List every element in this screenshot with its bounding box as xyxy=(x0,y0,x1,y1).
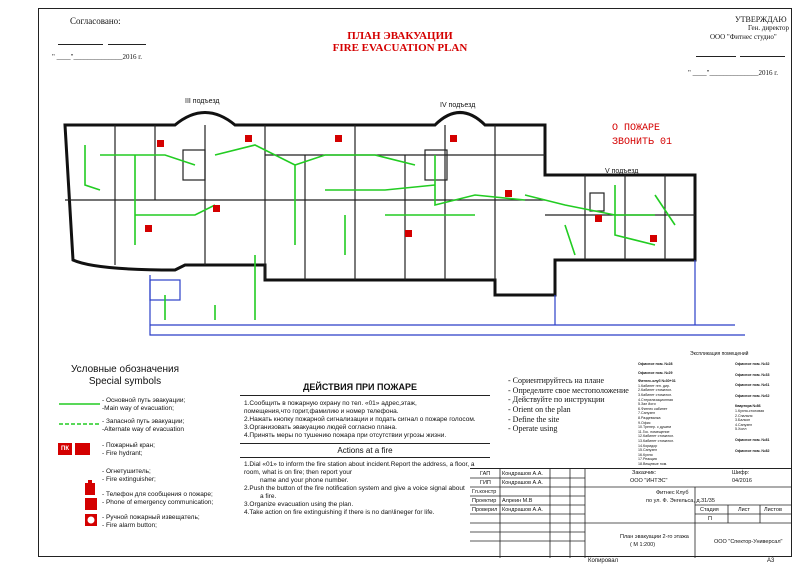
legend-hydrant-ru: - Пожарный кран; xyxy=(102,442,155,449)
code-label: Шифр: xyxy=(732,470,750,476)
legend-alarm-en: - Fire alarm button; xyxy=(102,522,157,529)
action-ru-4: 3.Организовать эвакуацию людей согласно … xyxy=(244,424,397,431)
orient-en: - Orient on the plan- Define the site- O… xyxy=(508,405,571,433)
entrance-3-label: III подъезд xyxy=(185,98,220,105)
action-ru-3: 2.Нажать кнопку пожарной сигнализации и … xyxy=(244,416,476,423)
agreed-label: Согласовано: xyxy=(70,16,121,26)
legend-phone-ru: - Телефон для сообщения о пожаре; xyxy=(102,491,213,498)
action-en-2: room, what is on fire; then report your xyxy=(244,469,353,476)
legend-main-ru: - Основной путь эвакуации; xyxy=(102,397,186,404)
plan-title-en: FIRE EVACUATION PLAN xyxy=(332,42,468,54)
actions-title-en: Actions at a fire xyxy=(337,446,393,455)
fire-hydrant-badge: ПК xyxy=(58,443,72,455)
action-en-5: a fire. xyxy=(260,493,277,500)
explication-col2: Офисное пом. №32 Офисное пом. №33 Офисно… xyxy=(735,362,770,453)
fire-call-line2: ЗВОНИТЬ 01 xyxy=(612,137,673,148)
date-left: " ____"______________2016 г. xyxy=(52,53,143,61)
customer-name: ООО "ИНТЭС" xyxy=(630,478,668,484)
legend-alt-ru: - Запасной путь эвакуации; xyxy=(102,418,185,425)
action-en-1: 1.Dial «01» to inform the fire station a… xyxy=(244,461,475,468)
action-ru-1: 1.Сообщить в пожарную охрану по тел. «01… xyxy=(244,400,417,407)
title-block: ГАП Кондрашов А.А. ГИП Кондрашов А.А. Гл… xyxy=(470,468,791,558)
object-line-2: по ул. Ф. Энгельса, д.31/35 xyxy=(646,498,715,504)
stage-label: Стадия xyxy=(700,507,719,513)
stage-value: П xyxy=(708,516,712,522)
floor-plan: III подъезд IV подъезд V подъезд xyxy=(63,98,745,336)
action-ru-5: 4.Принять меры по тушению пожара при отс… xyxy=(244,432,447,439)
stamp-role-2: ГИП xyxy=(480,480,491,486)
action-en-3: name and your phone number. xyxy=(260,477,349,484)
action-en-7: 4.Take action on fire extinguishing if t… xyxy=(244,509,435,516)
explication-note: Экспликация помещений xyxy=(690,351,749,357)
stamp-name-5: Кондрашов А.А. xyxy=(502,507,543,513)
copied-label: Копировал xyxy=(588,558,619,564)
approved-label: УТВЕРЖДАЮ xyxy=(735,15,787,24)
legend-extinguisher-en: - Fire extinguisher; xyxy=(102,476,156,483)
stamp-role-3: Гл.констр xyxy=(472,489,497,495)
sheet-label: Лист xyxy=(738,507,750,513)
legend-extinguisher-ru: - Огнетушитель; xyxy=(102,468,151,475)
explication-col1: Офисное пом. №28 Офисное пом. №29 Фитнес… xyxy=(638,362,676,466)
approver-title: Ген. директор xyxy=(748,24,790,32)
legend-hydrant-en: - Fire hydrant; xyxy=(102,450,143,457)
company-name: ООО "Спектор-Универсал" xyxy=(714,539,783,545)
fire-call-line1: О ПОЖАРЕ xyxy=(612,123,661,134)
object-line-1: Фитнес Клуб xyxy=(656,490,689,496)
stamp-role-5: Проверил xyxy=(472,507,498,513)
stamp-role-1: ГАП xyxy=(480,471,491,477)
stamp-name-1: Кондрашов А.А. xyxy=(502,471,543,477)
orient-ru: - Сориентируйтесь на плане- Определите с… xyxy=(508,376,629,404)
fire-hydrant-icon xyxy=(75,443,90,455)
date-right: " ____"______________2016 г. xyxy=(688,69,779,77)
entrance-4-label: IV подъезд xyxy=(440,102,475,109)
entrance-5-label: V подъезд xyxy=(605,168,638,175)
drawing-scale: ( М 1:200) xyxy=(630,542,656,548)
format-label: А3 xyxy=(767,558,775,564)
drawing-frame xyxy=(38,8,792,557)
legend-alt-en: -Alternate way of evacuation xyxy=(102,426,185,433)
action-en-6: 3.Organize evacuation using the plan. xyxy=(244,501,354,508)
project-code: 04/2016 xyxy=(732,478,752,484)
stamp-name-2: Кондрашов А.А. xyxy=(502,480,543,486)
legend-title-ru: Условные обозначения xyxy=(70,364,180,375)
legend-alarm-ru: - Ручной пожарный извещатель; xyxy=(102,514,200,521)
legend-main-en: -Main way of evacuation; xyxy=(102,405,174,412)
customer-label: Заказчик: xyxy=(632,470,657,476)
actions-title-ru: ДЕЙСТВИЯ ПРИ ПОЖАРЕ xyxy=(302,382,418,392)
legend-title-en: Special symbols xyxy=(88,376,162,387)
drawing-name: План эвакуации 2-го этажа xyxy=(620,534,689,540)
action-en-4: 2.Push the button of the fire notificati… xyxy=(244,485,465,492)
stamp-name-4: Алреин М.В xyxy=(502,498,533,504)
legend-symbols xyxy=(59,403,100,526)
stamp-role-4: Проектир xyxy=(472,498,497,504)
sheets-label: Листов xyxy=(764,507,782,513)
legend-phone-en: - Phone of emergency communication; xyxy=(102,499,214,506)
approver-org: ООО "Фитнес студио" xyxy=(710,33,777,41)
action-ru-2: помещения,что горит,фамилию и номер теле… xyxy=(244,408,399,415)
plan-title-ru: ПЛАН ЭВАКУАЦИИ xyxy=(347,30,453,42)
